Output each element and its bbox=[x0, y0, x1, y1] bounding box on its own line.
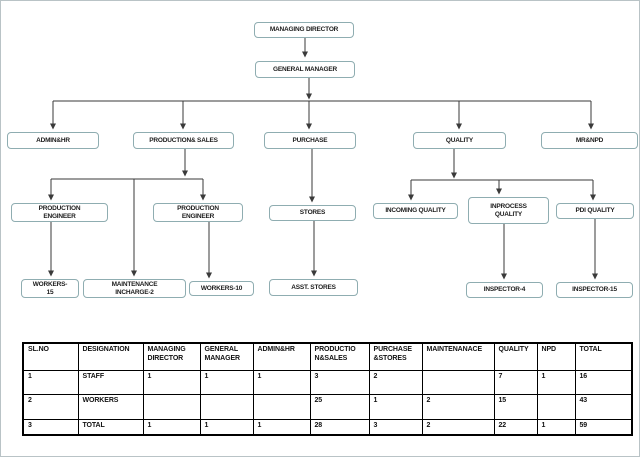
table-header-cell: DESIGNATION bbox=[77, 342, 144, 371]
table-cell: 3 bbox=[22, 418, 79, 436]
table-cell: 59 bbox=[574, 418, 633, 436]
table-cell: 15 bbox=[493, 393, 538, 420]
org-node-asst-stores: ASST. STORES bbox=[269, 279, 358, 296]
table-header-cell: GENERAL MANAGER bbox=[199, 342, 254, 371]
table-cell: 22 bbox=[493, 418, 538, 436]
table-header-cell: ADMIN&HR bbox=[252, 342, 311, 371]
table-header-cell: QUALITY bbox=[493, 342, 538, 371]
table-cell: STAFF bbox=[77, 369, 144, 395]
table-cell: 1 bbox=[142, 369, 201, 395]
table-cell: 28 bbox=[309, 418, 370, 436]
table-cell: 1 bbox=[199, 369, 254, 395]
table-header-cell: MANAGING DIRECTOR bbox=[142, 342, 201, 371]
table-cell: 1 bbox=[536, 369, 576, 395]
table-cell: 1 bbox=[22, 369, 79, 395]
staffing-table: SL.NO DESIGNATION MANAGING DIRECTOR GENE… bbox=[22, 342, 633, 436]
table-cell: 1 bbox=[252, 418, 311, 436]
table-cell: 43 bbox=[574, 393, 633, 420]
table-header-cell: TOTAL bbox=[574, 342, 633, 371]
org-node-purchase: PURCHASE bbox=[264, 132, 356, 149]
org-node-mr-npd: MR&NPD bbox=[541, 132, 638, 149]
table-cell: 1 bbox=[142, 418, 201, 436]
table-cell bbox=[142, 393, 201, 420]
org-node-production-sales: PRODUCTION& SALES bbox=[133, 132, 234, 149]
table-header-cell: SL.NO bbox=[22, 342, 79, 371]
table-header-row: SL.NO DESIGNATION MANAGING DIRECTOR GENE… bbox=[22, 342, 633, 371]
table-cell: 3 bbox=[368, 418, 423, 436]
table-row-total: 3 TOTAL 1 1 1 28 3 2 22 1 59 bbox=[22, 418, 633, 436]
org-node-workers-15: WORKERS- 15 bbox=[21, 279, 79, 298]
table-cell: 2 bbox=[368, 369, 423, 395]
org-node-production-engineer-right: PRODUCTION ENGINEER bbox=[153, 203, 243, 222]
org-node-quality: QUALITY bbox=[413, 132, 506, 149]
org-node-inspector-15: INSPECTOR-15 bbox=[556, 282, 633, 298]
org-node-managing-director: MANAGING DIRECTOR bbox=[254, 22, 354, 38]
table-cell: TOTAL bbox=[77, 418, 144, 436]
org-node-inspector-4: INSPECTOR-4 bbox=[466, 282, 543, 298]
org-node-maintenance-incharge: MAINTENANCE INCHARGE-2 bbox=[83, 279, 186, 298]
table-cell: 2 bbox=[22, 393, 79, 420]
table-row-staff: 1 STAFF 1 1 1 3 2 7 1 16 bbox=[22, 369, 633, 395]
org-node-incoming-quality: INCOMING QUALITY bbox=[373, 203, 458, 219]
table-cell: 3 bbox=[309, 369, 370, 395]
table-cell: 2 bbox=[421, 393, 495, 420]
table-header-cell: MAINTENANACE bbox=[421, 342, 495, 371]
table-cell: 1 bbox=[199, 418, 254, 436]
table-cell bbox=[421, 369, 495, 395]
org-node-workers-10: WORKERS-10 bbox=[189, 281, 254, 296]
table-cell: 7 bbox=[493, 369, 538, 395]
table-cell bbox=[199, 393, 254, 420]
table-cell: 2 bbox=[421, 418, 495, 436]
org-node-stores: STORES bbox=[269, 205, 356, 221]
org-node-admin-hr: ADMIN&HR bbox=[7, 132, 99, 149]
table-cell: WORKERS bbox=[77, 393, 144, 420]
table-row-workers: 2 WORKERS 25 1 2 15 43 bbox=[22, 393, 633, 420]
org-node-inprocess-quality: INPROCESS QUALITY bbox=[468, 197, 549, 224]
org-node-pdi-quality: PDI QUALITY bbox=[556, 203, 634, 219]
org-node-production-engineer-left: PRODUCTION ENGINEER bbox=[11, 203, 108, 222]
table-cell: 1 bbox=[536, 418, 576, 436]
table-header-cell: NPD bbox=[536, 342, 576, 371]
table-cell: 1 bbox=[252, 369, 311, 395]
table-cell bbox=[536, 393, 576, 420]
org-node-general-manager: GENERAL MANAGER bbox=[255, 61, 355, 78]
table-cell: 16 bbox=[574, 369, 633, 395]
table-header-cell: PRODUCTIO N&SALES bbox=[309, 342, 370, 371]
table-header-cell: PURCHASE &STORES bbox=[368, 342, 423, 371]
table-cell: 25 bbox=[309, 393, 370, 420]
table-cell: 1 bbox=[368, 393, 423, 420]
table-cell bbox=[252, 393, 311, 420]
